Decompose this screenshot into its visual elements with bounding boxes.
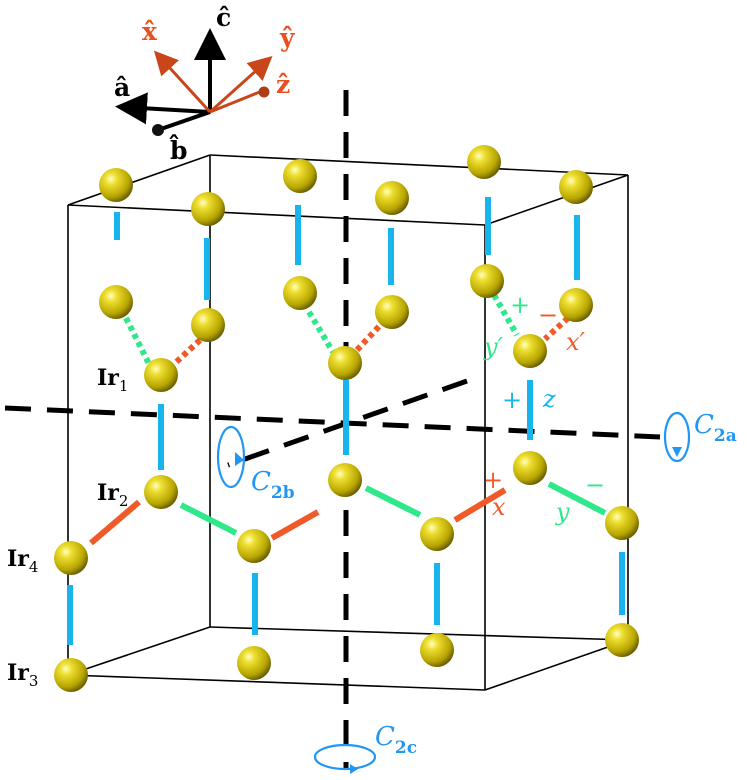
z-axis-arrow	[209, 89, 263, 114]
axis-labels: â b̂ ĉ x̂ ŷ ẑ	[114, 3, 296, 165]
ir-atom	[283, 159, 317, 193]
z-label: z	[542, 385, 556, 413]
x-bond	[270, 509, 320, 541]
ir-atom	[54, 658, 88, 692]
y-axis-label: ŷ	[279, 23, 296, 52]
ir-atom	[283, 276, 317, 310]
ir-atoms	[54, 145, 639, 692]
c2c-label: C2c	[375, 722, 417, 758]
ir-atom	[513, 334, 547, 368]
unit-cell	[67, 154, 629, 691]
ir-atom	[328, 463, 362, 497]
ir-atom	[467, 145, 501, 179]
b-axis-label: b̂	[169, 134, 187, 165]
ir-atom	[559, 288, 593, 322]
x-prime-minus-label: −	[538, 301, 558, 329]
y-prime-plus-label: +	[510, 291, 530, 319]
x-prime-label: x′	[566, 328, 586, 356]
ir-atom	[420, 517, 454, 551]
ir4-label: Ir4	[7, 546, 38, 576]
ir-atom	[420, 633, 454, 667]
ir-atom	[99, 168, 133, 202]
rotation-labels: C2a C2b C2c	[251, 410, 737, 758]
c2b-rotation-icon	[216, 425, 246, 489]
y-bond	[491, 293, 520, 337]
z-plus-label: +	[502, 386, 522, 414]
ir-atom	[144, 475, 178, 509]
bond-labels: + − y′ x′ + z + x − y	[483, 291, 605, 526]
x-plus-label: +	[483, 466, 503, 494]
y-prime-label: y′	[483, 333, 504, 361]
ir-atom	[328, 346, 362, 380]
ir-atom	[54, 541, 88, 575]
ir-atom	[144, 358, 178, 392]
x-bond	[453, 487, 507, 523]
z-axis-label: ẑ	[276, 70, 290, 99]
c-axis-label: ĉ	[216, 3, 231, 32]
y-bond	[306, 310, 336, 354]
x-axis-arrow	[153, 50, 212, 114]
b-axis-arrow	[157, 110, 211, 132]
a-axis-arrow	[115, 92, 211, 125]
c2a-axis	[4, 405, 661, 440]
y-axis-arrow	[208, 55, 273, 114]
ir-atom	[375, 181, 409, 215]
ir-atom	[605, 506, 639, 540]
ir-atom	[99, 285, 133, 319]
ir-atom	[559, 170, 593, 204]
y-bond	[364, 485, 422, 518]
ir-atom	[605, 623, 639, 657]
bonds	[67, 197, 625, 645]
ir1-label: Ir1	[97, 365, 128, 395]
a-axis-label: â	[114, 73, 130, 102]
x-bond	[354, 317, 388, 353]
y-bond	[179, 502, 238, 536]
ir-atom	[191, 308, 225, 342]
ir3-label: Ir3	[7, 660, 38, 690]
ir-atom	[191, 192, 225, 226]
ir-atom	[237, 646, 271, 680]
x-label: x	[492, 493, 506, 521]
b-axis-tip	[152, 124, 164, 136]
x-bond	[89, 499, 141, 546]
y-minus-label: −	[585, 471, 605, 499]
c2a-rotation-icon	[663, 411, 691, 463]
y-label: y	[555, 498, 570, 526]
y-bond	[547, 481, 607, 516]
z-axis-tip	[258, 86, 270, 98]
ir-atom	[237, 529, 271, 563]
coordinate-triad	[115, 28, 273, 136]
ir-atom	[375, 295, 409, 329]
y-bond	[123, 316, 152, 366]
x-axis-label: x̂	[142, 17, 158, 46]
c2b-label: C2b	[251, 467, 295, 503]
ir-labels: Ir1 Ir2 Ir4 Ir3	[7, 365, 128, 690]
c2a-label: C2a	[694, 410, 737, 446]
ir2-label: Ir2	[97, 480, 128, 510]
c2c-rotation-icon	[313, 743, 377, 774]
ir-atom	[513, 451, 547, 485]
ir-atom	[470, 264, 504, 298]
x-bond	[169, 337, 203, 369]
